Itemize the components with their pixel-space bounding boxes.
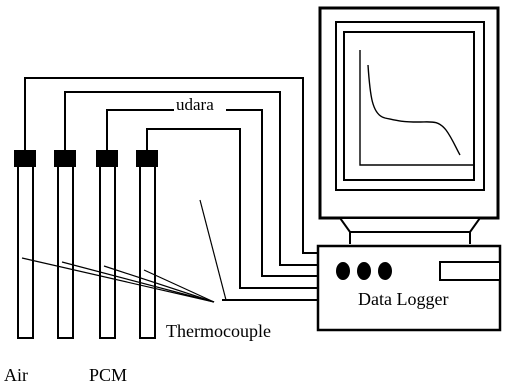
leader-line [143,269,215,303]
tube-body [139,165,156,339]
tube-cap [96,150,118,167]
monitor-screen [343,31,475,181]
tube-4 [136,150,158,339]
data-logger-box [316,244,502,332]
tube-body [17,165,34,339]
leader-line [103,265,215,303]
thermocouple-leaders [21,199,227,303]
udara-label-bg [174,95,226,113]
tube-1 [14,150,36,339]
wire-tube-3 [106,109,318,277]
leader-line [199,199,227,301]
thermocouple-label: Thermocouple [166,321,271,341]
udara-label: udara [176,95,214,114]
logger-knob [357,262,371,280]
computer-monitor [318,6,500,244]
pcm-label: PCM [89,365,127,385]
tube-cap [136,150,158,167]
logger-knob [378,262,392,280]
tube-2 [54,150,76,339]
wire-tube-4 [146,128,318,289]
tube-3 [96,150,118,339]
monitor-stand [338,217,482,233]
wire-tube-1 [24,77,318,254]
leader-line [21,257,215,303]
screen-plot-curve [367,64,461,156]
tube-cap [14,150,36,167]
data-logger: Data Logger [316,244,502,332]
screen-plot-axes [359,50,475,166]
air-label: Air [4,365,28,385]
tubes [14,150,158,339]
thermocouple-wires [24,77,318,301]
tube-body [57,165,74,339]
tube-cap [54,150,76,167]
data-logger-label: Data Logger [358,289,448,309]
logger-knob [336,262,350,280]
tube-body [99,165,116,339]
wire-tube-2 [64,91,318,266]
logger-display [439,261,501,281]
leader-line [61,261,215,303]
